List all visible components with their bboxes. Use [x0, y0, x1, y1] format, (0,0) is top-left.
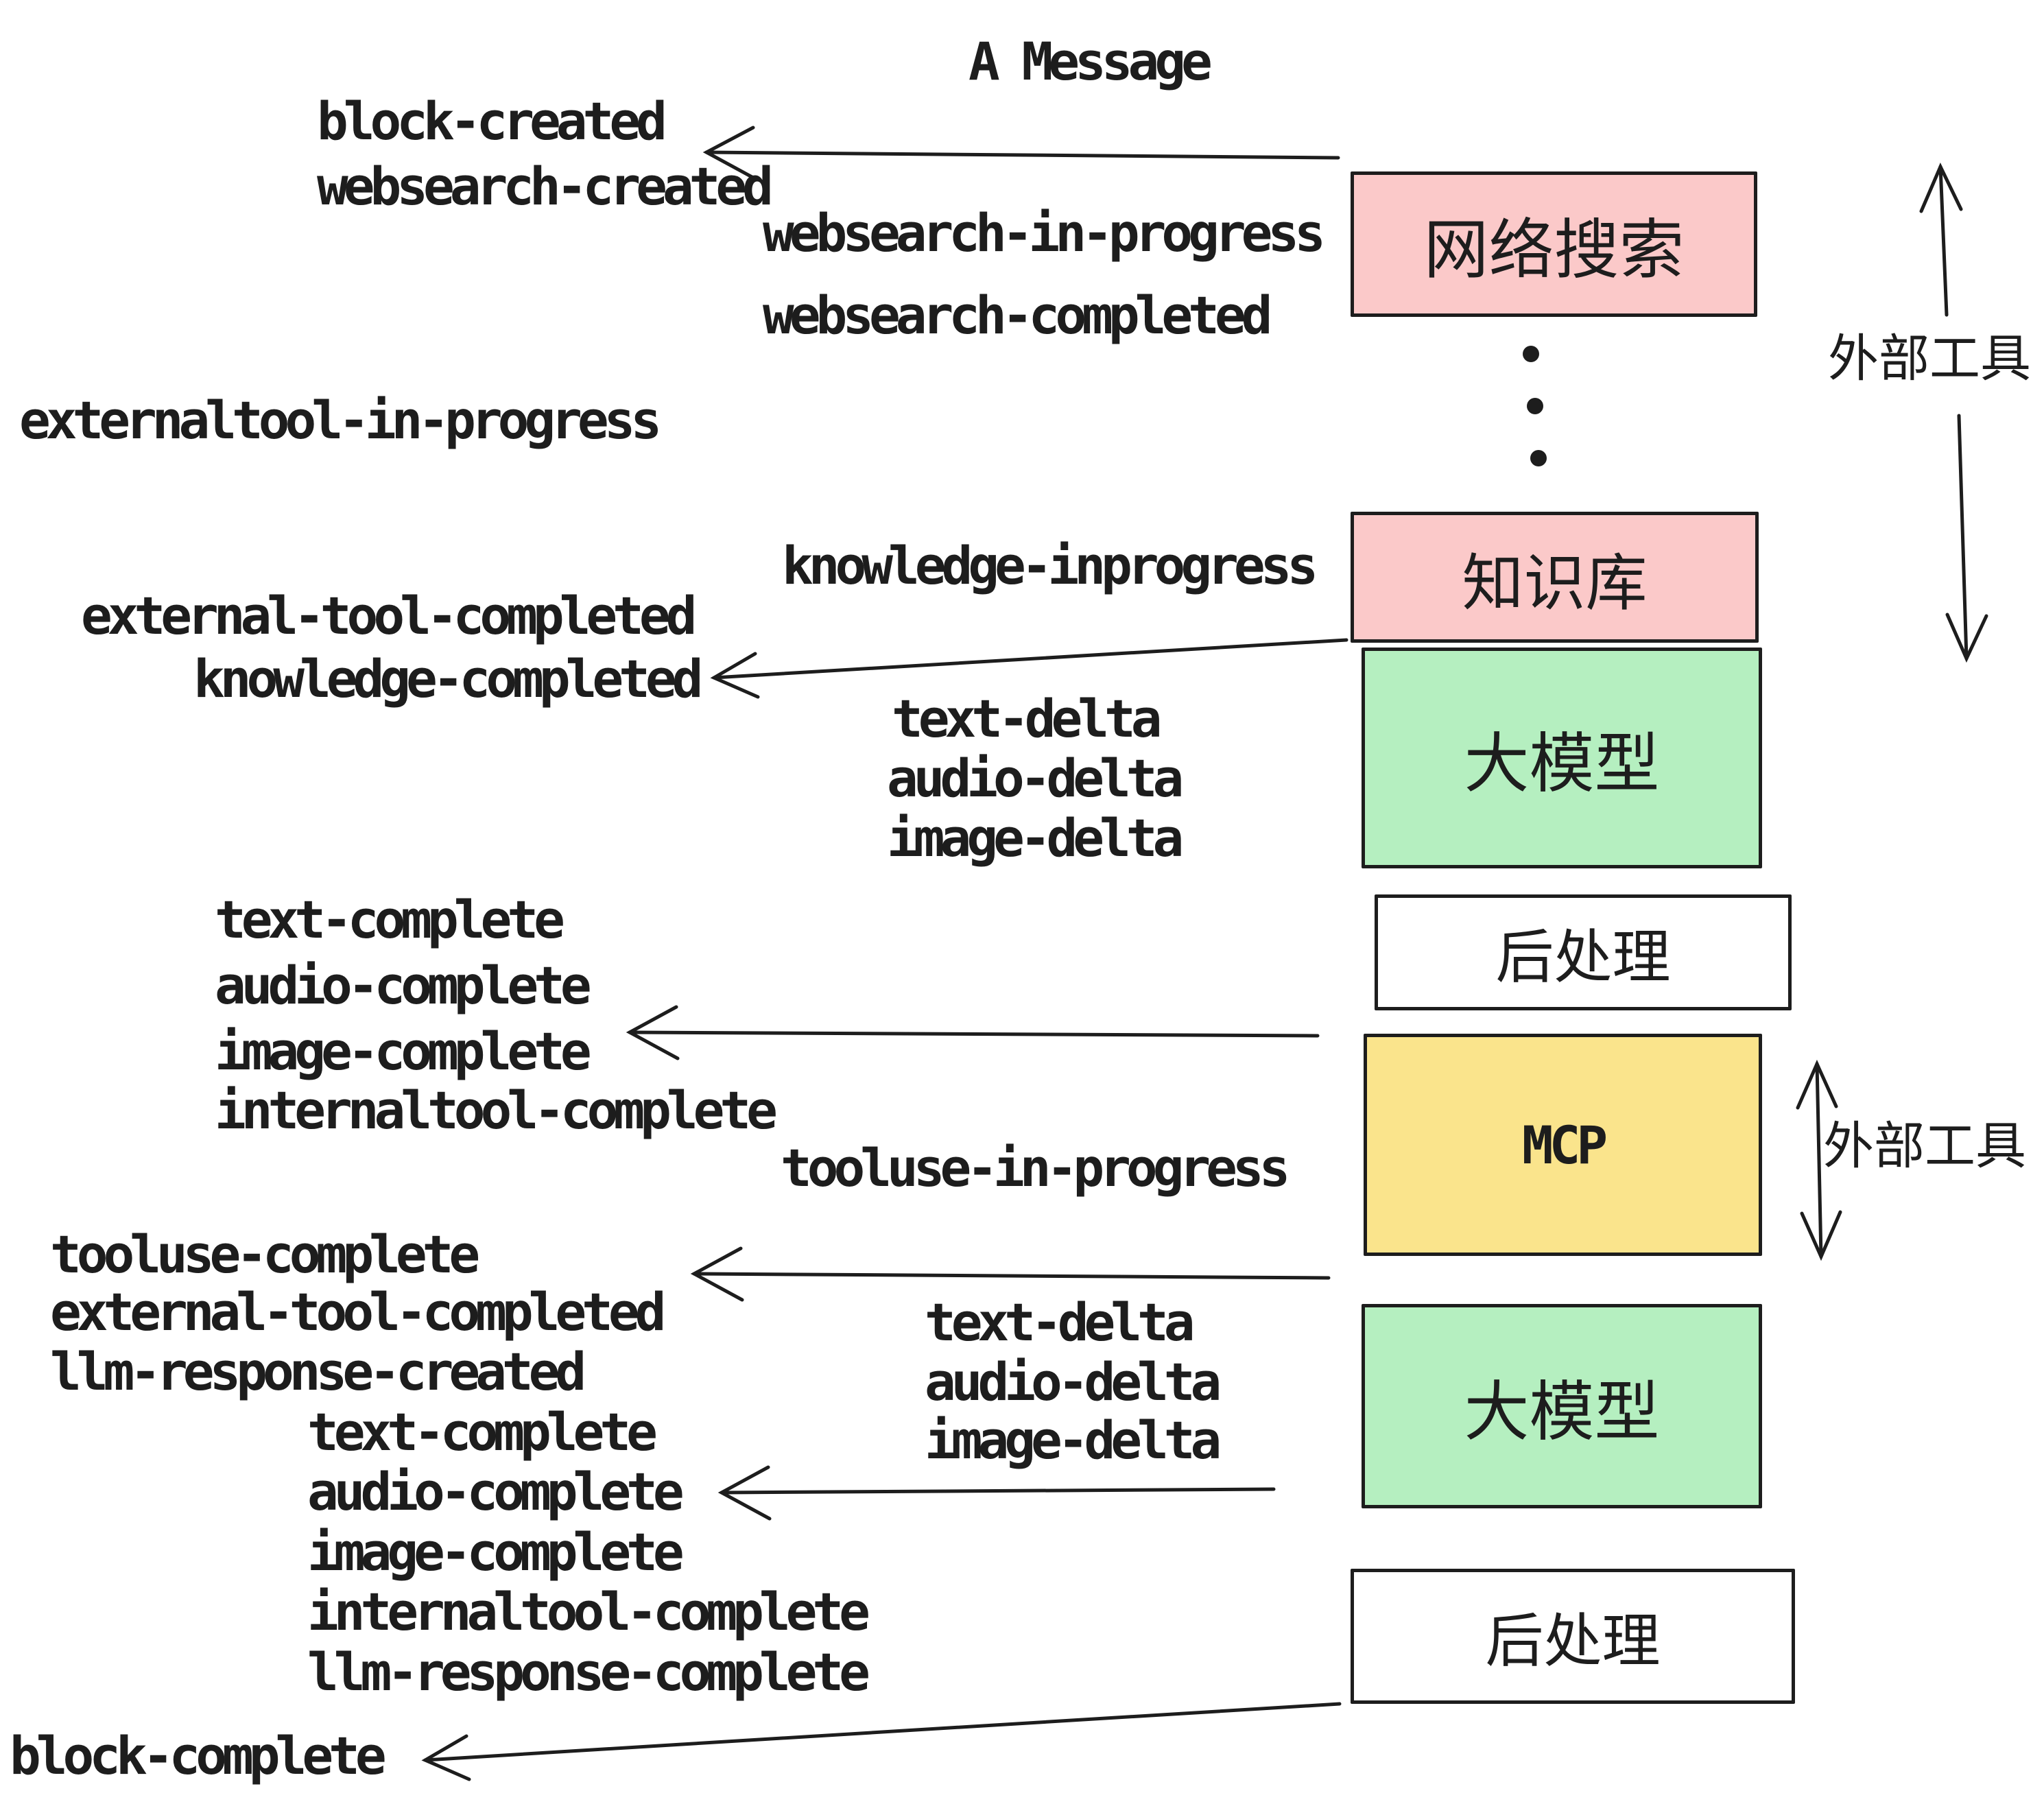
event-label: image-complete — [215, 1021, 592, 1082]
external-tools-label-1: 外部工具 — [1828, 329, 2031, 388]
arrow-knowledge-completed — [712, 638, 1348, 680]
arrow-group — [421, 126, 1988, 1781]
event-label: block-complete — [10, 1725, 387, 1786]
arrow-image-complete-head — [626, 1005, 680, 1060]
arrow-image-complete — [628, 1030, 1320, 1038]
event-label: external-tool-completed — [81, 585, 697, 646]
diagram-title: A Message — [968, 31, 1213, 92]
arrow-mcp-external-tool — [1815, 1062, 1823, 1259]
box-postprocess-1: 后处理 — [1375, 894, 1792, 1010]
arrow-external-tool-up-head — [1919, 162, 1963, 213]
external-tools-label-2: 外部工具 — [1823, 1117, 2026, 1176]
event-label: image-delta — [925, 1410, 1222, 1471]
event-label: image-complete — [307, 1521, 685, 1582]
ellipsis-dot-2 — [1527, 398, 1543, 414]
event-label: audio-delta — [887, 748, 1184, 809]
box-mcp: MCP — [1364, 1034, 1762, 1256]
arrow-external-tool-up — [1938, 165, 1949, 317]
event-label: audio-complete — [215, 955, 592, 1016]
event-label: audio-delta — [925, 1351, 1222, 1412]
event-label: text-complete — [215, 889, 565, 950]
event-label: tooluse-complete — [50, 1224, 480, 1285]
event-label: knowledge-completed — [193, 648, 703, 709]
box-websearch: 网络搜索 — [1351, 171, 1757, 317]
ellipsis-dot-3 — [1530, 450, 1547, 466]
arrow-websearch-created — [704, 150, 1340, 160]
arrow-tooluse-complete-head — [690, 1246, 744, 1302]
event-label: image-delta — [887, 807, 1184, 868]
arrow-websearch-created-head — [702, 126, 757, 180]
ellipsis-dot-1 — [1523, 346, 1539, 362]
box-knowledge-base: 知识库 — [1351, 512, 1759, 643]
event-label: tooluse-in-progress — [781, 1137, 1290, 1198]
arrow-knowledge-completed-head — [710, 652, 760, 699]
event-label: external-tool-completed — [50, 1281, 666, 1342]
box-llm-2: 大模型 — [1362, 1304, 1762, 1508]
event-label: knowledge-inprogress — [782, 535, 1318, 596]
arrow-external-tool-down — [1957, 414, 1969, 661]
event-label: audio-complete — [307, 1461, 685, 1522]
event-label: internaltool-complete — [215, 1080, 778, 1141]
event-label: internaltool-complete — [307, 1581, 870, 1642]
event-label: externaltool-in-progress — [19, 390, 662, 451]
arrow-mcp-external-tool-top-head — [1796, 1059, 1838, 1110]
arrow-tooluse-complete — [692, 1272, 1331, 1280]
box-llm-1: 大模型 — [1362, 648, 1762, 868]
arrow-block-complete — [423, 1702, 1342, 1762]
arrow-audio-complete-head — [717, 1465, 772, 1521]
arrow-mcp-external-tool-bottom-head — [1800, 1210, 1842, 1261]
arrow-external-tool-down-head — [1945, 613, 1988, 663]
event-label: text-complete — [307, 1401, 658, 1462]
arrow-audio-complete — [720, 1487, 1276, 1495]
event-label: text-delta — [925, 1292, 1196, 1353]
event-label: websearch-completed — [763, 285, 1272, 346]
box-postprocess-2: 后处理 — [1351, 1569, 1795, 1704]
event-label: llm-response-created — [50, 1341, 586, 1402]
arrow-block-complete-head — [421, 1734, 471, 1781]
event-label: websearch-in-progress — [763, 202, 1326, 263]
event-label: llm-response-complete — [307, 1641, 870, 1702]
vertical-ellipsis-dots — [1523, 346, 1547, 466]
event-label: block-created — [317, 91, 667, 152]
event-label: websearch-created — [317, 156, 774, 217]
event-label: text-delta — [892, 688, 1163, 749]
